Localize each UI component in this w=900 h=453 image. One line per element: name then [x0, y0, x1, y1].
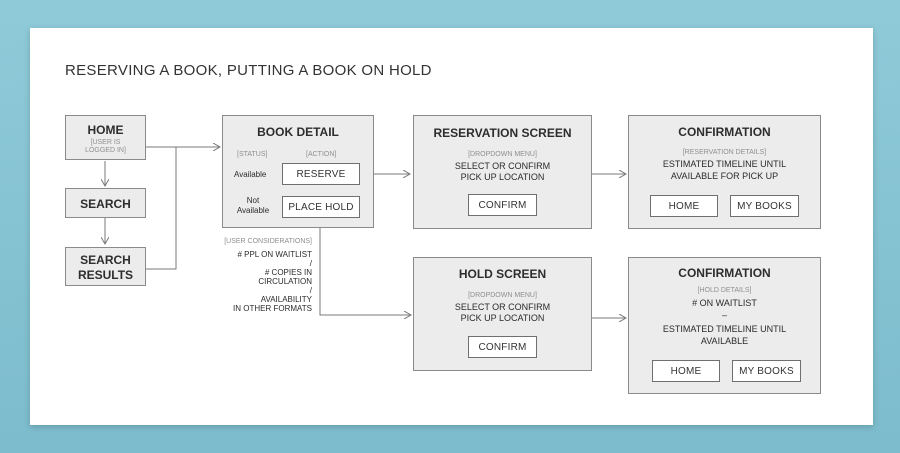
reservation-details-note: [RESERVATION DETAILS]: [682, 149, 767, 156]
search-box: SEARCH: [65, 188, 146, 218]
consideration-waitlist: # PPL ON WAITLIST: [237, 250, 312, 259]
reservation-line2: PICK UP LOCATION: [460, 172, 545, 182]
hold-details-note: [HOLD DETAILS]: [697, 287, 752, 294]
confirmation-reserve-line2: AVAILABLE FOR PICK UP: [670, 171, 779, 181]
hold-screen-box: HOLD SCREEN [DROPDOWN MENU] SELECT OR CO…: [413, 257, 592, 371]
confirmation-hold-line2: ESTIMATED TIMELINE UNTIL: [662, 324, 787, 334]
reservation-dropdown-note: [DROPDOWN MENU]: [468, 151, 537, 158]
search-title: SEARCH: [80, 197, 131, 211]
reservation-screen-title: RESERVATION SCREEN: [433, 126, 572, 140]
search-results-line2: RESULTS: [77, 268, 134, 282]
place-hold-button[interactable]: PLACE HOLD: [282, 196, 360, 218]
confirmation-reserve-home-button[interactable]: HOME: [650, 195, 718, 217]
confirmation-reserve-line1: ESTIMATED TIMELINE UNTIL: [662, 159, 787, 169]
available-label: Available: [234, 170, 267, 179]
consideration-slash-2: /: [309, 286, 312, 295]
reserve-button[interactable]: RESERVE: [282, 163, 360, 185]
home-note-line1: [USER IS: [90, 139, 121, 146]
confirmation-hold-line3: AVAILABLE: [700, 336, 749, 346]
reservation-confirm-button[interactable]: CONFIRM: [468, 194, 537, 216]
confirmation-reserve-box: CONFIRMATION [RESERVATION DETAILS] ESTIM…: [628, 115, 821, 229]
action-header: [ACTION]: [306, 151, 337, 158]
consideration-formats-line2: IN OTHER FORMATS: [233, 304, 312, 313]
confirmation-hold-mybooks-button[interactable]: MY BOOKS: [732, 360, 801, 382]
consideration-slash-1: /: [309, 259, 312, 268]
search-results-line1: SEARCH: [80, 253, 131, 267]
confirmation-reserve-mybooks-button[interactable]: MY BOOKS: [730, 195, 799, 217]
confirmation-hold-waitlist: # ON WAITLIST: [692, 298, 757, 308]
arrow-placehold-to-hold: [319, 220, 411, 315]
not-available-line2: Available: [236, 206, 270, 215]
hold-line1: SELECT OR CONFIRM: [454, 302, 551, 312]
line-results-to-detail: [146, 147, 177, 270]
not-available-line1: Not: [246, 196, 260, 205]
consideration-copies-line1: # COPIES IN: [264, 268, 312, 277]
reservation-line1: SELECT OR CONFIRM: [454, 161, 551, 171]
diagram-title: RESERVING A BOOK, PUTTING A BOOK ON HOLD: [65, 62, 432, 79]
search-results-box: SEARCH RESULTS: [65, 247, 146, 286]
connector-lines: [30, 28, 873, 425]
consideration-copies-line2: CIRCULATION: [258, 277, 312, 286]
confirmation-hold-home-button[interactable]: HOME: [652, 360, 720, 382]
status-header: [STATUS]: [237, 151, 268, 158]
considerations-header: [USER CONSIDERATIONS]: [224, 238, 312, 245]
confirmation-reserve-title: CONFIRMATION: [678, 125, 771, 139]
home-box: HOME [USER IS LOGGED IN]: [65, 115, 146, 160]
hold-line2: PICK UP LOCATION: [460, 313, 545, 323]
hold-screen-title: HOLD SCREEN: [458, 267, 547, 281]
confirmation-hold-dash: –: [721, 310, 727, 320]
book-detail-title: BOOK DETAIL: [257, 125, 339, 139]
home-title: HOME: [87, 123, 124, 137]
hold-confirm-button[interactable]: CONFIRM: [468, 336, 537, 358]
consideration-formats-line1: AVAILABILITY: [260, 295, 312, 304]
hold-dropdown-note: [DROPDOWN MENU]: [468, 292, 537, 299]
diagram-card: RESERVING A BOOK, PUTTING A BOOK ON HOLD: [30, 28, 873, 425]
home-note-line2: LOGGED IN]: [85, 147, 126, 154]
confirmation-hold-title: CONFIRMATION: [678, 266, 771, 280]
